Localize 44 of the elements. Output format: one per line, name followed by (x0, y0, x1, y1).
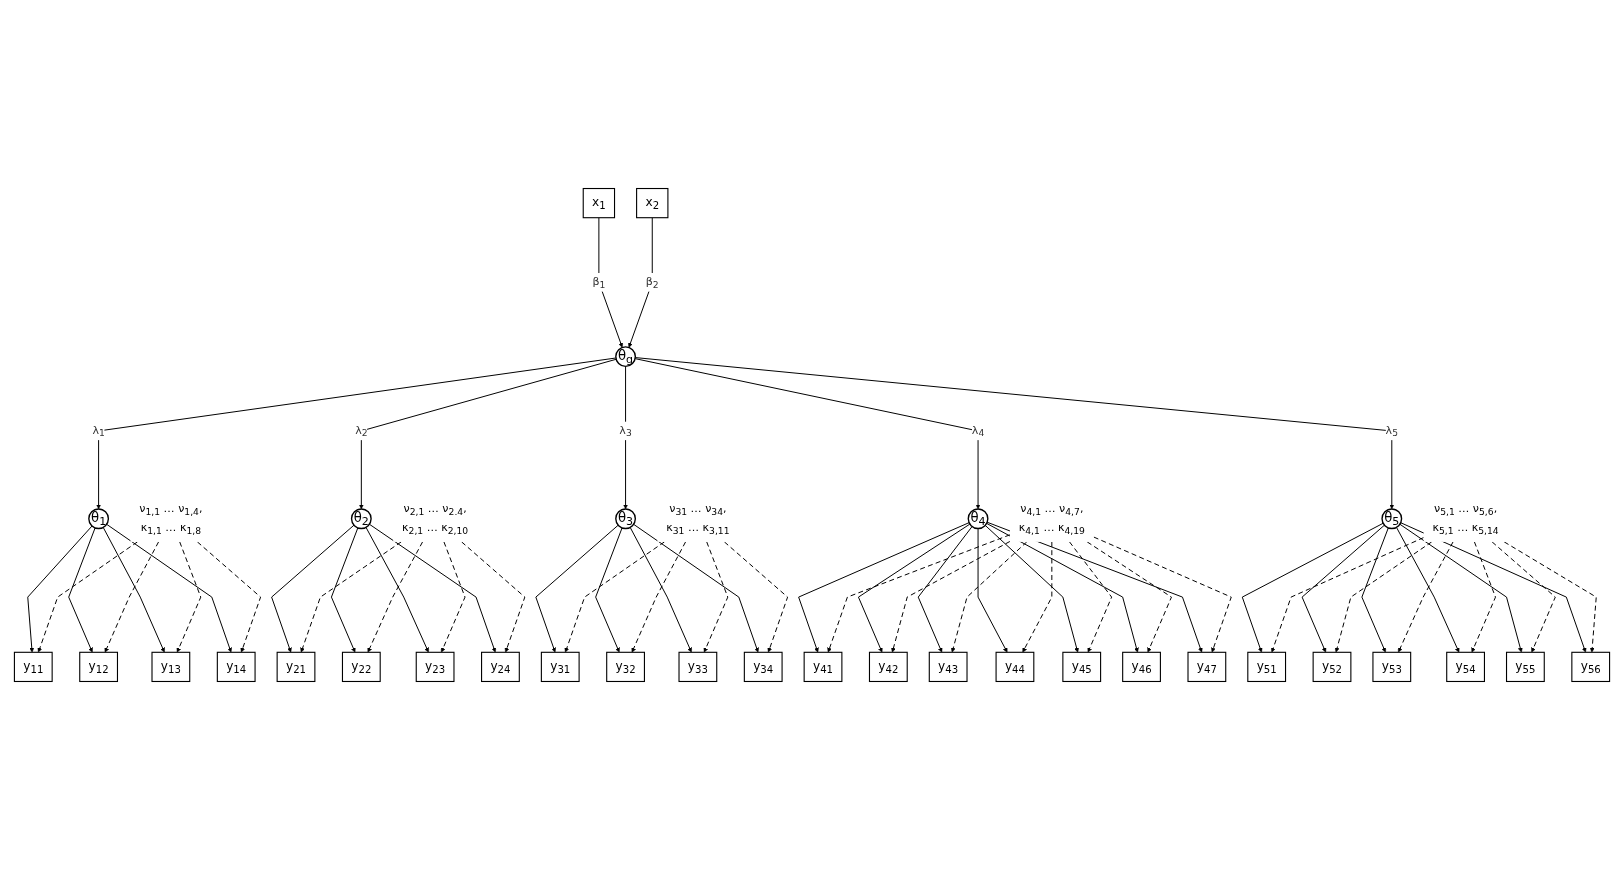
node-box: y$_{11}$ (13, 651, 53, 683)
node-box: y$_{51}$ (1247, 651, 1287, 683)
node-box: y$_{31}$ (540, 651, 580, 683)
edge-label: β$_{1}$ (592, 274, 606, 291)
node-box: y$_{24}$ (481, 651, 520, 683)
arrow (1301, 524, 1385, 653)
node-box: y$_{12}$ (79, 651, 118, 683)
node-box: x$_{2}$ (636, 187, 669, 219)
node-box: y$_{33}$ (678, 651, 718, 683)
edge-label: β$_{2}$ (645, 274, 659, 291)
edge-label: λ$_{1}$ (92, 423, 105, 439)
node-circle: θ$_{1}$ (88, 508, 110, 530)
node-box: y$_{55}$ (1506, 651, 1545, 683)
node-circle: θ$_{3}$ (615, 508, 637, 530)
node-box: y$_{41}$ (803, 651, 843, 683)
node-box: y$_{56}$ (1571, 651, 1611, 683)
node-box: y$_{53}$ (1372, 651, 1412, 683)
edge-label: λ$_{4}$ (971, 423, 985, 439)
node-box: y$_{34}$ (743, 651, 783, 683)
node-box: y$_{43}$ (928, 651, 968, 683)
node-box: y$_{22}$ (341, 651, 381, 683)
node-box: y$_{45}$ (1062, 651, 1102, 683)
node-circle: θ$_{2}$ (350, 508, 372, 530)
node-box: y$_{23}$ (415, 651, 455, 683)
node-box: y$_{46}$ (1122, 651, 1161, 683)
node-circle: θ$_{5}$ (1381, 508, 1403, 530)
node-box: y$_{14}$ (216, 651, 256, 683)
node-text: ν$_{1,1}$ … ν$_{1,4}$, κ$_{1,1}$ … κ$_{1,8}$ (139, 501, 203, 536)
node-box: y$_{47}$ (1187, 651, 1227, 683)
edge-label: λ$_{2}$ (355, 423, 368, 439)
node-box: y$_{32}$ (606, 651, 645, 683)
node-box: x$_{1}$ (582, 187, 616, 219)
edge-label: λ$_{5}$ (1385, 423, 1399, 439)
node-text: ν$_{31}$ … ν$_{34}$, κ$_{31}$ … κ$_{3,11}$ (666, 501, 730, 536)
node-box: y$_{54}$ (1446, 651, 1485, 683)
node-box: y$_{13}$ (151, 651, 191, 683)
node-circle: θ$_{g}$ (615, 346, 637, 368)
node-box: y$_{42}$ (868, 651, 908, 683)
node-circle: θ$_{4}$ (967, 508, 989, 530)
node-text: ν$_{2,1}$ … ν$_{2.4}$, κ$_{2,1}$ … κ$_{2,10}$ (402, 501, 469, 536)
edge-label: λ$_{3}$ (619, 423, 632, 439)
node-box: y$_{21}$ (276, 651, 316, 683)
node-box: y$_{44}$ (995, 651, 1035, 683)
node-box: y$_{52}$ (1312, 651, 1352, 683)
